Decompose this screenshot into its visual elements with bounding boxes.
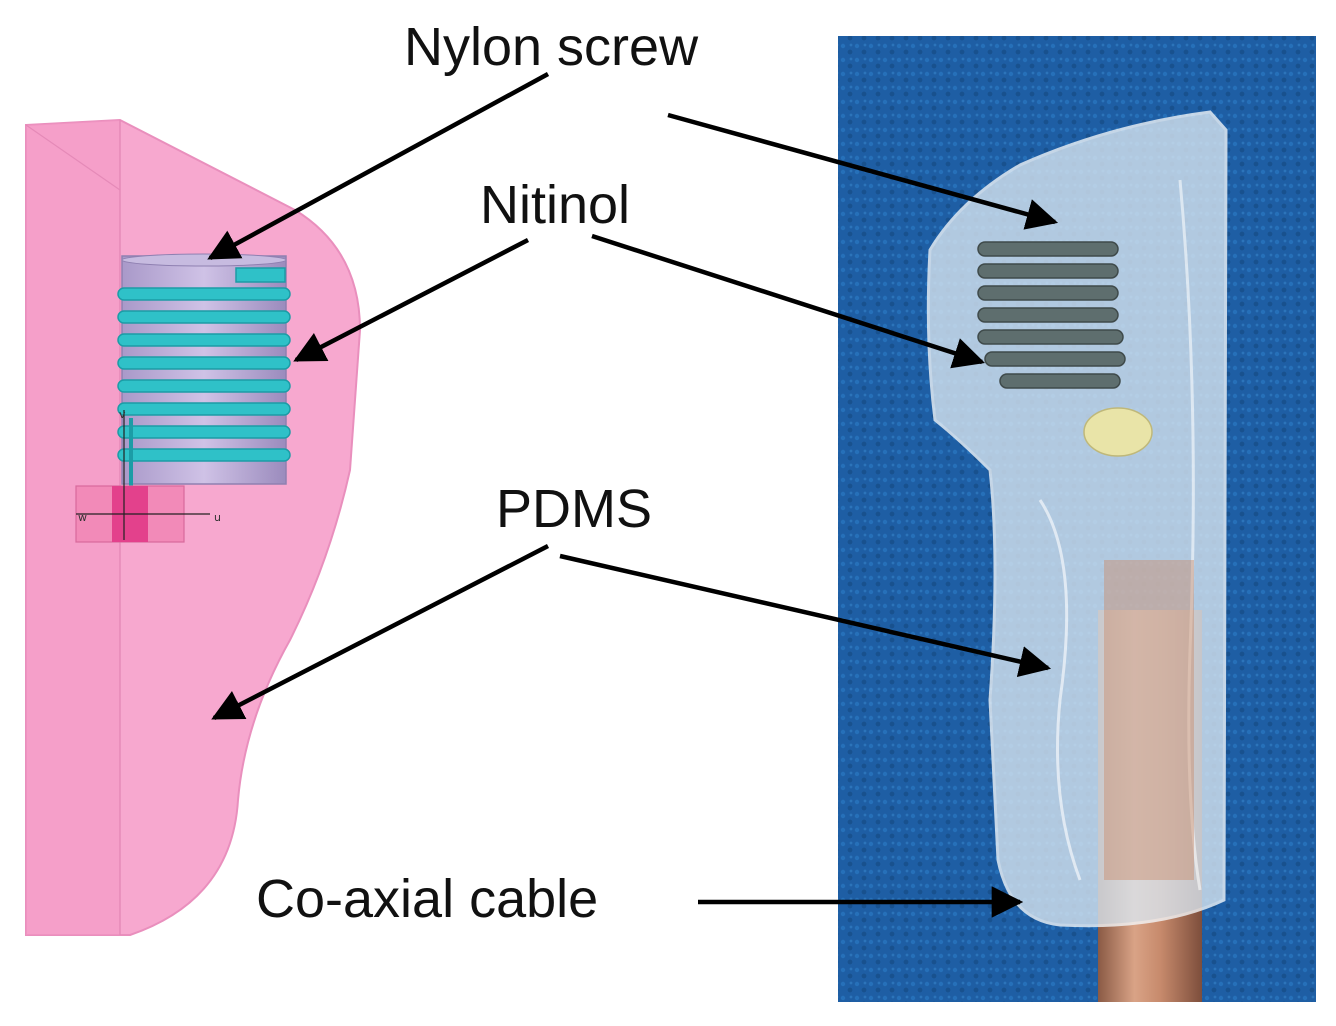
nitinol-coil-photo [977,241,1126,389]
simulation-model: v u w [25,118,362,936]
axis-u-label: u [214,511,221,524]
nitinol-helix-model [117,267,291,492]
label-coaxial-cable: Co-axial cable [256,869,599,929]
axis-w-label: w [78,511,87,524]
arrow-pdms-left [211,543,550,721]
label-nylon-screw: Nylon screw [404,17,699,77]
feed-port-model: v u w [75,408,221,543]
arrow-nitinol-right [591,233,985,369]
arrow-nylon-left [207,72,550,260]
solder-joint-photo [1083,407,1153,457]
prototype-photo [838,36,1316,1002]
pdms-face-shade [26,120,120,935]
annotation-arrows [207,72,1059,918]
arrow-pdms-right [559,553,1052,678]
label-pdms: PDMS [496,479,653,539]
arrow-nitinol-left [293,238,530,362]
label-nitinol: Nitinol [480,175,631,235]
axis-v-label: v [119,408,126,421]
arrow-nylon-right [667,112,1059,230]
